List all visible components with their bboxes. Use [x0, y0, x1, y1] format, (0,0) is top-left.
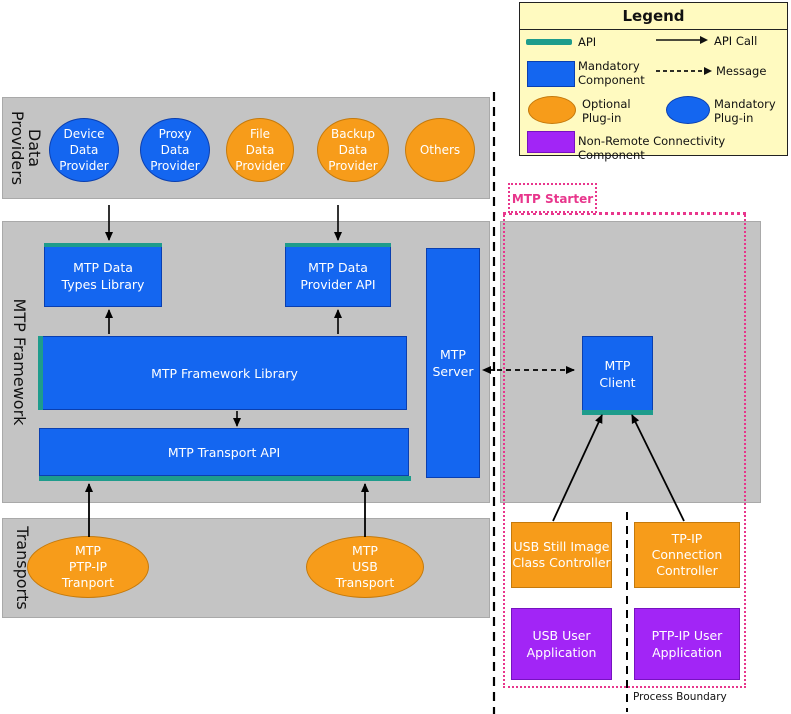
mtp-starter-title: MTP Starter — [508, 183, 597, 213]
legend-message-arrow-icon — [656, 67, 712, 75]
legend-mandatory-component-swatch — [527, 61, 575, 87]
legend-mandatory-component-label: Mandatory Component — [578, 59, 645, 87]
legend-message-label: Message — [716, 64, 767, 78]
others-data-provider: Others — [405, 118, 475, 182]
legend-optional-plugin-swatch — [528, 96, 576, 124]
legend-api-swatch — [526, 39, 572, 45]
legend-api-call-arrow-icon — [656, 36, 708, 44]
backup-data-provider: Backup Data Provider — [317, 118, 389, 182]
legend-title: Legend — [520, 3, 787, 30]
ptpip-user-application: PTP-IP User Application — [634, 608, 740, 680]
usb-still-image-class-controller: USB Still Image Class Controller — [511, 522, 612, 588]
usb-controller-to-client-arrow — [552, 414, 603, 522]
mtp-client: MTP Client — [582, 336, 653, 412]
legend-optional-plugin-label: Optional Plug-in — [582, 97, 631, 125]
mtp-framework-library: MTP Framework Library — [42, 336, 407, 410]
legend-non-remote-label: Non-Remote Connectivity Component — [578, 134, 726, 162]
client-api-bar — [582, 410, 653, 415]
mtp-starter-frame — [503, 212, 746, 688]
mtp-server: MTP Server — [426, 248, 480, 478]
legend-api-label: API — [578, 35, 597, 49]
mtp-transport-api: MTP Transport API — [39, 428, 409, 476]
proxy-data-provider: Proxy Data Provider — [140, 118, 210, 182]
legend: Legend API API Call Mandatory Component … — [519, 2, 788, 162]
transport-api-bar — [39, 476, 411, 481]
legend-non-remote-swatch — [527, 131, 575, 153]
provider-api-bar — [285, 243, 391, 247]
file-data-provider: File Data Provider — [226, 118, 294, 182]
legend-mandatory-plugin-label: Mandatory Plug-in — [714, 97, 776, 125]
legend-mandatory-plugin-swatch — [666, 96, 710, 124]
legend-api-call-label: API Call — [714, 34, 758, 48]
tp-ip-connection-controller: TP-IP Connection Controller — [634, 522, 740, 588]
mtp-ptpip-transport: MTP PTP-IP Tranport — [27, 536, 149, 598]
usb-user-application: USB User Application — [511, 608, 612, 680]
framework-library-api-bar — [38, 336, 43, 410]
server-client-message-arrowhead-left — [482, 366, 491, 374]
process-boundary-label: Process Boundary — [633, 691, 727, 703]
types-library-api-bar — [44, 243, 162, 247]
device-data-provider: Device Data Provider — [49, 118, 119, 182]
ip-controller-to-client-arrow — [631, 414, 685, 522]
